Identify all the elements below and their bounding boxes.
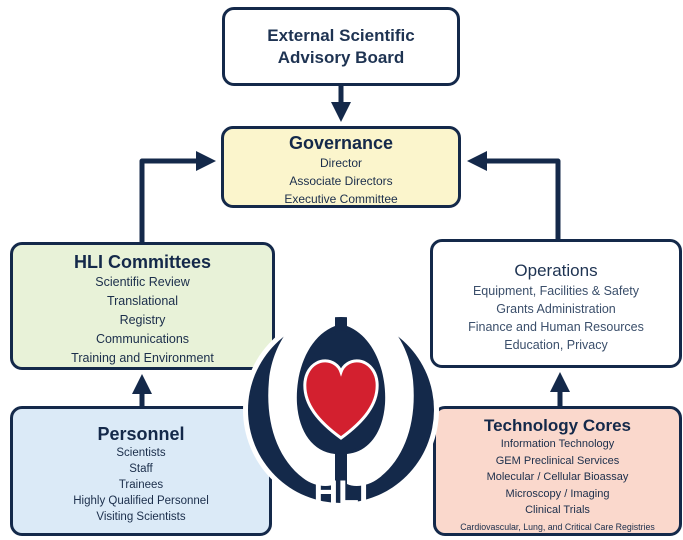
technology-cores-item: Cardiovascular, Lung, and Critical Care … [460, 521, 655, 532]
personnel-item: Scientists [116, 447, 166, 459]
technology-cores-item: Microscopy / Imaging [505, 487, 610, 500]
external-board-line: Advisory Board [277, 48, 405, 67]
right-lung-shape [347, 304, 414, 486]
external-board-line: External Scientific [267, 26, 415, 45]
technology-cores-item: GEM Preclinical Services [495, 454, 620, 467]
governance-title: Governance [288, 133, 394, 153]
personnel-item: Trainees [118, 479, 164, 491]
operations-item: Education, Privacy [504, 338, 608, 352]
technology-cores-item: Clinical Trials [525, 504, 590, 516]
left-lung-shape [268, 304, 335, 486]
logo-text: HLI [314, 474, 369, 512]
governance-box: Governance Director Associate Directors … [221, 126, 461, 208]
operations-box: Operations Equipment, Facilities & Safet… [430, 239, 682, 368]
technology-cores-item: Molecular / Cellular Bioassay [486, 471, 629, 483]
hli-committees-item: Scientific Review [95, 275, 190, 289]
hli-committees-item: Translational [106, 294, 179, 308]
hli-logo: HLI [243, 304, 439, 512]
technology-cores-item: Information Technology [500, 438, 615, 450]
governance-item: Executive Committee [284, 192, 398, 206]
technology-cores-box: Technology Cores Information Technology … [433, 406, 682, 536]
hli-committees-box: HLI Committees Scientific Review Transla… [10, 242, 275, 370]
hli-committees-item: Communications [95, 332, 190, 346]
arrow-committees-to-governance [139, 151, 216, 242]
hli-committees-title: HLI Committees [73, 252, 212, 272]
governance-item: Director [319, 156, 362, 170]
personnel-item: Highly Qualified Personnel [73, 495, 209, 507]
technology-cores-title: Technology Cores [483, 416, 632, 435]
personnel-item: Visiting Scientists [96, 511, 186, 523]
personnel-item: Staff [129, 463, 153, 475]
personnel-title: Personnel [97, 424, 185, 444]
hli-committees-item: Training and Environment [71, 351, 214, 365]
governance-item: Associate Directors [289, 174, 393, 188]
external-board-box: External Scientific Advisory Board [222, 7, 460, 86]
heart-icon [303, 359, 379, 440]
operations-item: Equipment, Facilities & Safety [472, 284, 640, 298]
operations-item: Grants Administration [496, 302, 616, 316]
operations-item: Finance and Human Resources [468, 320, 644, 334]
operations-title: Operations [514, 261, 598, 280]
arrow-operations-to-governance [467, 151, 561, 239]
hli-committees-item: Registry [119, 313, 166, 327]
personnel-box: Personnel Scientists Staff Trainees High… [10, 406, 272, 536]
